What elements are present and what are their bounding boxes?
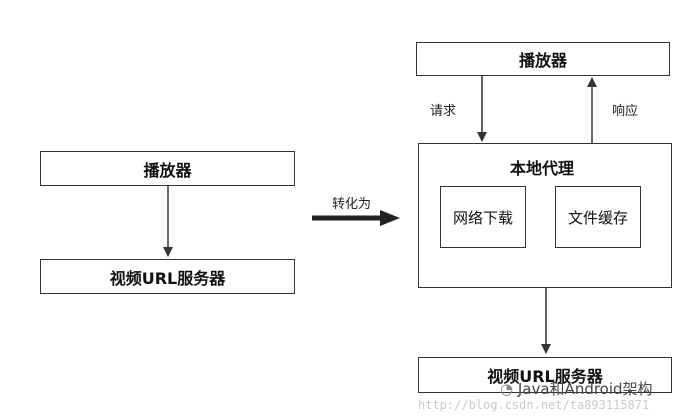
left-server-label: 视频URL服务器 xyxy=(109,268,226,288)
file-cache-label: 文件缓存 xyxy=(567,208,628,227)
left-player-box: 播放器 xyxy=(40,151,295,186)
right-server-label: 视频URL服务器 xyxy=(487,367,603,386)
right-player-box: 播放器 xyxy=(416,42,670,76)
left-server-box: 视频URL服务器 xyxy=(40,259,295,294)
transform-arrow-head xyxy=(380,210,400,226)
wechat-icon: ◔ xyxy=(500,380,514,398)
local-proxy-title: 本地代理 xyxy=(510,159,575,178)
transform-label: 转化为 xyxy=(332,197,372,212)
response-label: 响应 xyxy=(612,104,639,119)
watermark-url: http://blog.csdn.net/ta893115871 xyxy=(418,398,650,412)
request-label: 请求 xyxy=(430,104,457,119)
left-player-label: 播放器 xyxy=(143,160,192,180)
network-download-label: 网络下载 xyxy=(452,208,513,227)
file-cache-box: 文件缓存 xyxy=(555,186,641,248)
right-server-box: 视频URL服务器 xyxy=(418,357,672,393)
right-player-label: 播放器 xyxy=(518,51,567,70)
watermark-account: ◔ Java和Android架构 xyxy=(500,378,653,399)
watermark-account-text: Java和Android架构 xyxy=(517,380,653,398)
network-download-box: 网络下载 xyxy=(440,186,526,248)
